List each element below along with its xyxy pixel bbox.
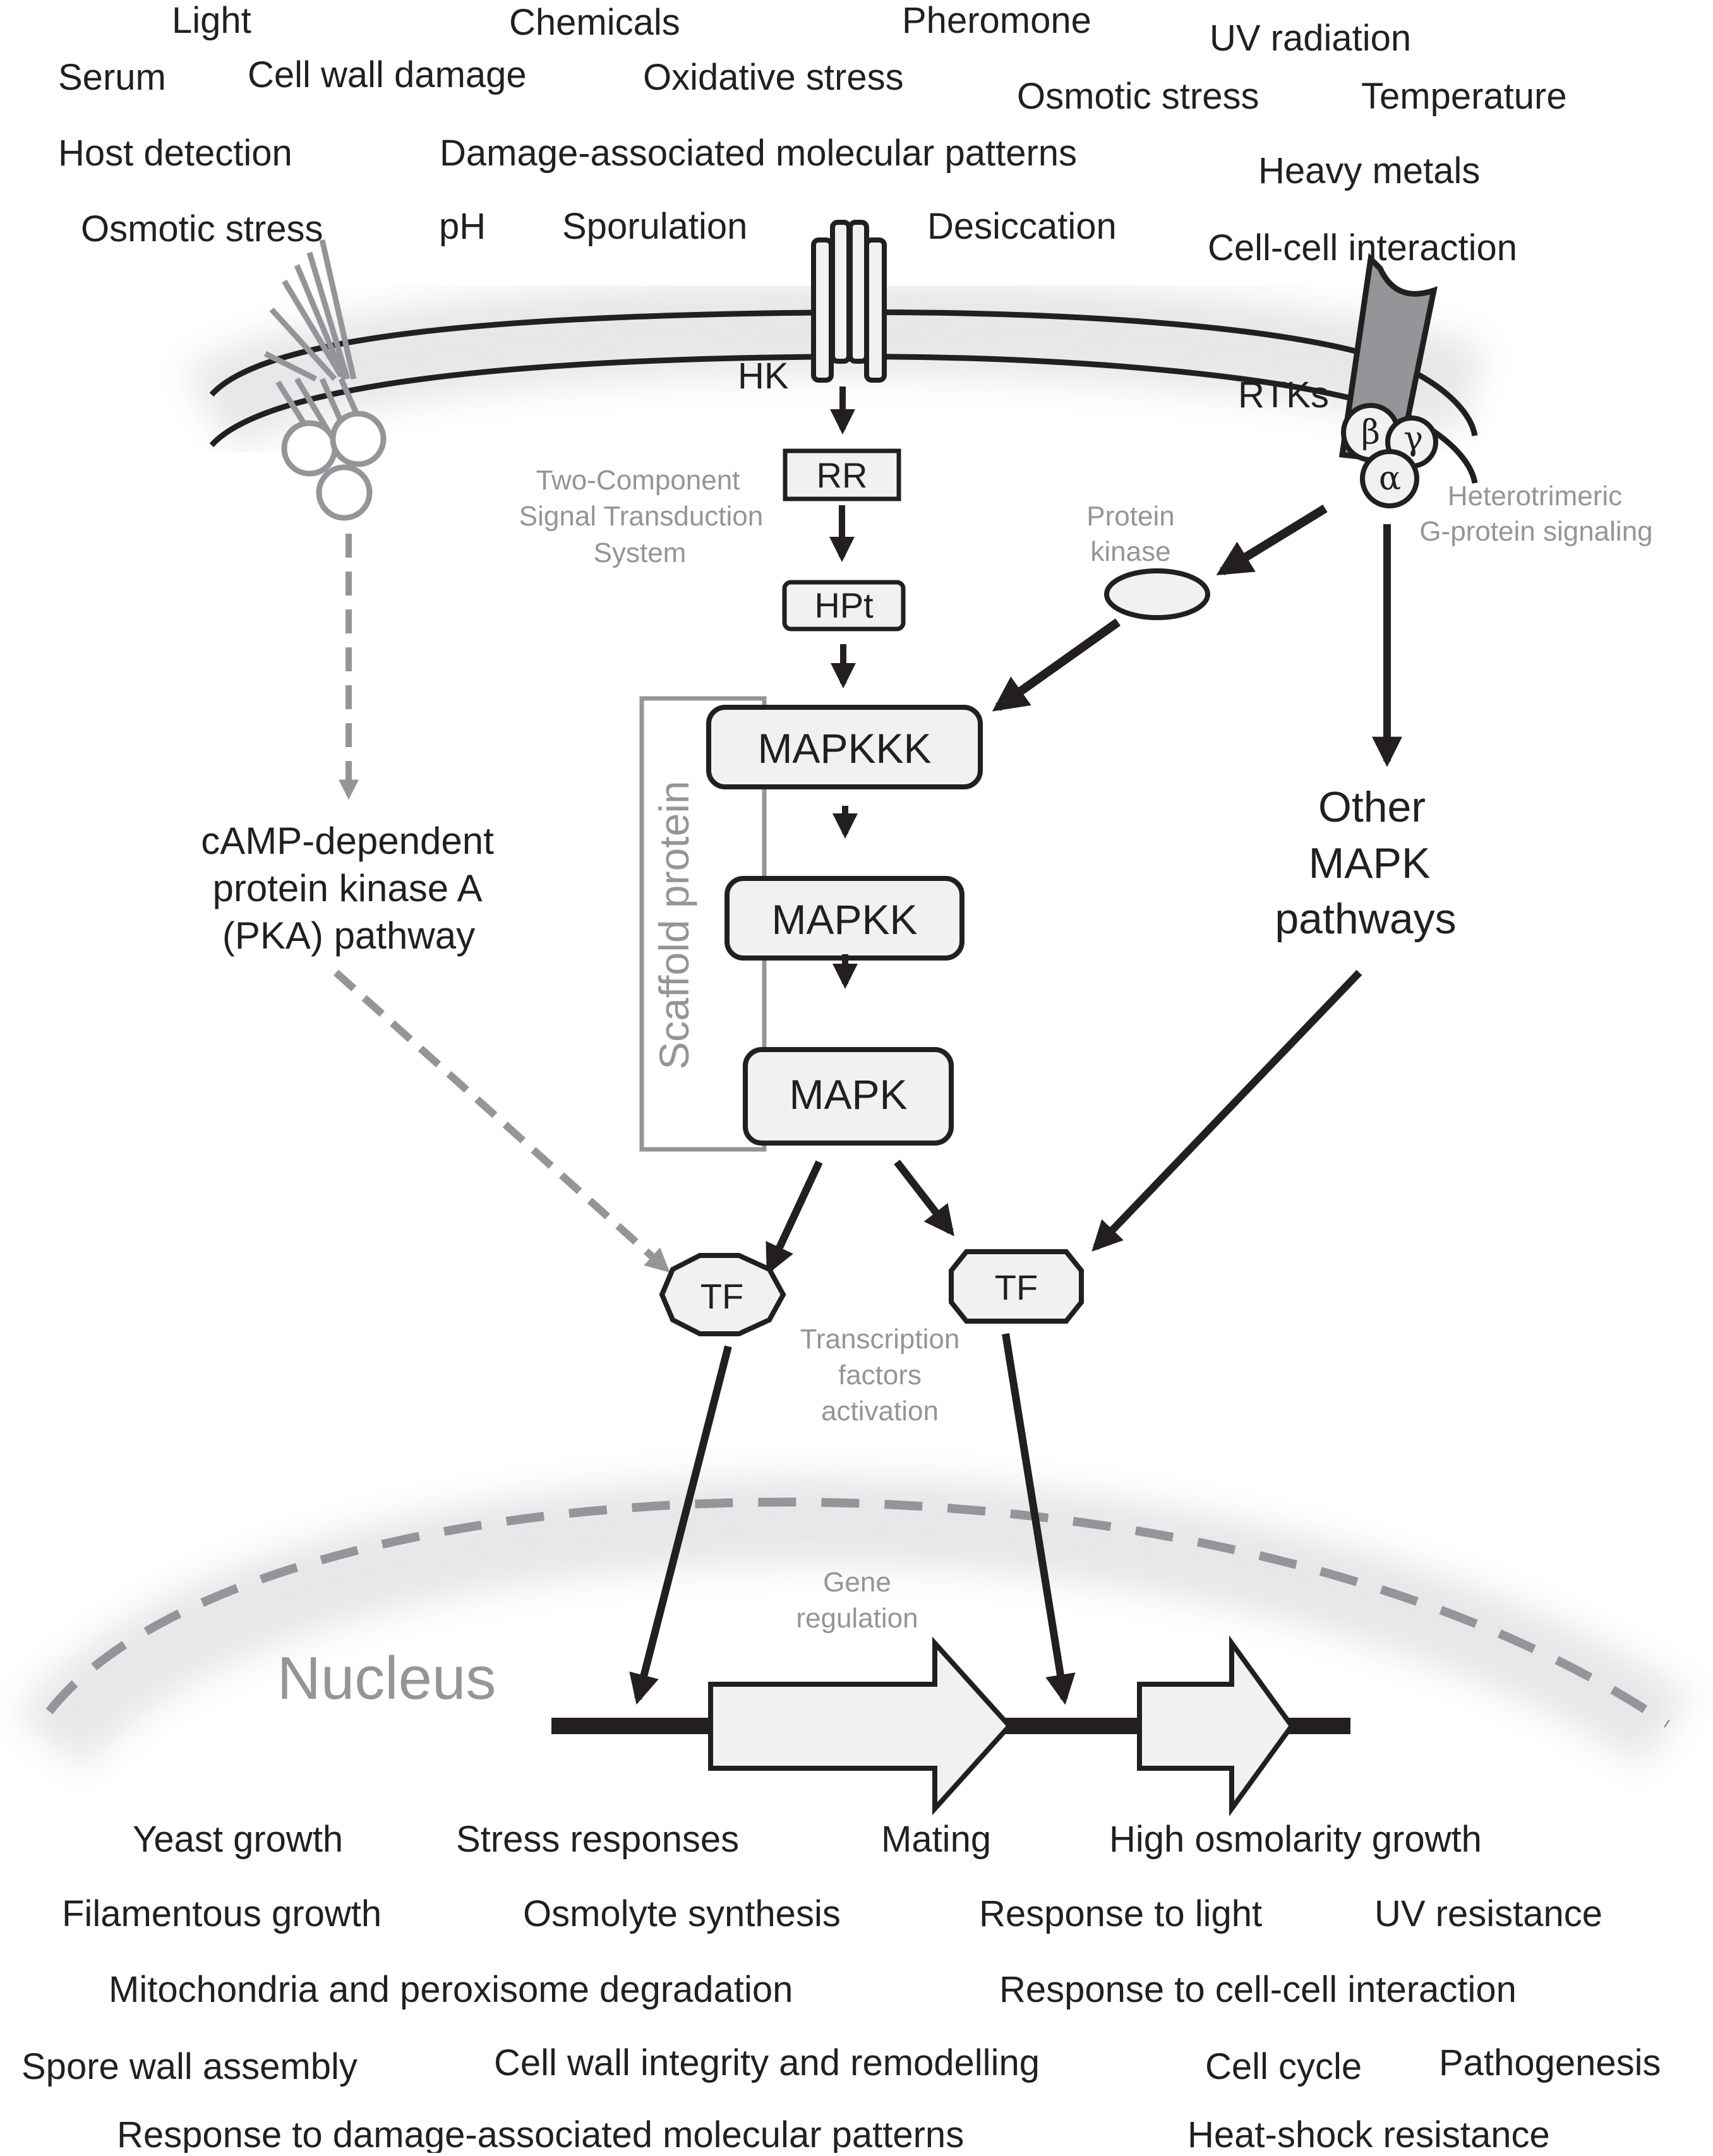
g-protein-icon bbox=[1341, 403, 1438, 508]
stimulus-item: Chemicals bbox=[509, 2, 680, 43]
stimulus-item: Temperature bbox=[1361, 76, 1567, 117]
svg-text:protein kinase A: protein kinase A bbox=[213, 867, 483, 909]
mapk-box bbox=[743, 1047, 954, 1146]
stimuli-list: Light Chemicals Pheromone UV radiation S… bbox=[58, 0, 1567, 268]
mapk-to-left-tf-arrow bbox=[766, 1160, 823, 1275]
mapkkk-box bbox=[706, 705, 983, 789]
stimulus-item: Osmotic stress bbox=[81, 208, 323, 249]
left-tf-to-dna-arrow bbox=[629, 1345, 732, 1705]
stimulus-item: pH bbox=[439, 206, 486, 247]
osmosensor-icon bbox=[263, 239, 387, 521]
stimulus-item: Heavy metals bbox=[1258, 150, 1480, 191]
output-item: Yeast growth bbox=[133, 1819, 343, 1860]
mapk-label: MAPK bbox=[789, 1071, 907, 1118]
output-item: Stress responses bbox=[456, 1819, 739, 1860]
right-tf-to-dna-arrow bbox=[1002, 1333, 1076, 1705]
rr-label: RR bbox=[817, 455, 868, 495]
left-tf-label: TF bbox=[700, 1276, 743, 1316]
left-tf-node bbox=[659, 1253, 786, 1336]
svg-text:Gene: Gene bbox=[823, 1567, 891, 1598]
scaffold-protein-label: Scaffold protein bbox=[651, 781, 697, 1069]
hk-label: HK bbox=[738, 356, 789, 397]
stimulus-item: Desiccation bbox=[927, 206, 1117, 247]
svg-text:Protein: Protein bbox=[1086, 501, 1174, 532]
stimulus-item: Light bbox=[172, 0, 251, 41]
g-beta-label: β bbox=[1361, 414, 1380, 452]
tf-activation-label: Transcription factors activation bbox=[800, 1324, 960, 1427]
gprotein-to-kinase-arrow bbox=[1216, 505, 1328, 575]
hpt-box bbox=[782, 580, 906, 632]
mapk-to-right-tf-arrow bbox=[894, 1159, 954, 1237]
two-component-label: Two-Component Signal Transduction System bbox=[519, 465, 763, 568]
output-item: Response to light bbox=[979, 1893, 1262, 1934]
mapkk-label: MAPKK bbox=[771, 896, 917, 943]
output-item: Cell cycle bbox=[1205, 2046, 1362, 2087]
output-item: Heat-shock resistance bbox=[1187, 2114, 1550, 2153]
nucleus-shadow bbox=[15, 1476, 1692, 1770]
output-item: Response to damage-associated molecular … bbox=[117, 2114, 964, 2153]
svg-text:cAMP-dependent: cAMP-dependent bbox=[201, 820, 494, 862]
gene-2-arrow bbox=[1137, 1635, 1295, 1817]
stimulus-item: Osmotic stress bbox=[1017, 76, 1259, 117]
output-item: Osmolyte synthesis bbox=[523, 1893, 841, 1934]
pka-pathway-label: cAMP-dependent protein kinase A (PKA) pa… bbox=[201, 820, 494, 957]
g-gamma-label: γ bbox=[1403, 420, 1423, 458]
svg-text:(PKA) pathway: (PKA) pathway bbox=[222, 914, 475, 957]
pka-to-tf-arrow bbox=[333, 969, 670, 1273]
svg-text:Transcription: Transcription bbox=[800, 1324, 960, 1355]
stimulus-item: Pheromone bbox=[902, 0, 1091, 41]
stimulus-item: Serum bbox=[58, 57, 166, 98]
output-item: Mitochondria and peroxisome degradation bbox=[109, 1969, 793, 2010]
output-item: Mating bbox=[881, 1819, 991, 1860]
svg-text:G-protein signaling: G-protein signaling bbox=[1419, 516, 1652, 547]
svg-text:pathways: pathways bbox=[1275, 895, 1456, 943]
svg-text:Other: Other bbox=[1318, 783, 1426, 831]
stimulus-item: Sporulation bbox=[562, 206, 747, 247]
svg-text:factors: factors bbox=[838, 1360, 922, 1391]
svg-text:System: System bbox=[594, 537, 687, 568]
right-tf-label: TF bbox=[995, 1267, 1038, 1307]
output-item: UV resistance bbox=[1374, 1893, 1602, 1934]
svg-text:MAPK: MAPK bbox=[1309, 839, 1431, 887]
output-item: High osmolarity growth bbox=[1109, 1819, 1482, 1860]
output-item: Spore wall assembly bbox=[21, 2046, 358, 2087]
protein-kinase-node bbox=[1104, 568, 1210, 620]
gene-1-arrow bbox=[708, 1636, 1013, 1816]
stimulus-item: Oxidative stress bbox=[643, 57, 904, 98]
g-protein-label: Heterotrimeric G-protein signaling bbox=[1419, 481, 1652, 547]
svg-text:Two-Component: Two-Component bbox=[536, 465, 740, 496]
svg-text:Signal Transduction: Signal Transduction bbox=[519, 501, 763, 532]
nucleus-label: Nucleus bbox=[277, 1644, 496, 1712]
outputs-list: Yeast growth Stress responses Mating Hig… bbox=[21, 1819, 1661, 2155]
other-mapk-label: Other MAPK pathways bbox=[1275, 783, 1456, 943]
svg-text:Heterotrimeric: Heterotrimeric bbox=[1448, 481, 1622, 512]
output-item: Filamentous growth bbox=[62, 1893, 382, 1934]
nuclear-envelope bbox=[45, 1497, 1670, 1728]
stimulus-item: Damage-associated molecular patterns bbox=[440, 133, 1077, 174]
g-alpha-label: α bbox=[1379, 460, 1401, 498]
output-item: Cell wall integrity and remodelling bbox=[494, 2042, 1040, 2083]
output-item: Pathogenesis bbox=[1439, 2042, 1661, 2083]
svg-text:regulation: regulation bbox=[796, 1603, 918, 1634]
protein-kinase-label: Protein kinase bbox=[1086, 501, 1174, 567]
stimulus-item: Cell wall damage bbox=[248, 54, 527, 95]
stimulus-item: Host detection bbox=[58, 133, 292, 174]
stimulus-item: Cell-cell interaction bbox=[1208, 227, 1517, 268]
rr-box bbox=[783, 448, 901, 501]
mapkkk-label: MAPKKK bbox=[757, 725, 931, 772]
right-tf-node bbox=[949, 1249, 1084, 1324]
stimulus-item: UV radiation bbox=[1210, 18, 1411, 59]
kinase-to-mapkkk-arrow bbox=[992, 618, 1121, 712]
other-mapk-to-tf-arrow bbox=[1091, 969, 1362, 1252]
gene-regulation-label: Gene regulation bbox=[796, 1567, 918, 1634]
svg-text:kinase: kinase bbox=[1090, 536, 1170, 567]
rtks-label: RTKs bbox=[1238, 374, 1329, 416]
histidine-kinase-icon bbox=[811, 220, 887, 383]
output-item: Response to cell-cell interaction bbox=[999, 1969, 1517, 2010]
svg-text:activation: activation bbox=[821, 1396, 939, 1427]
hpt-label: HPt bbox=[814, 585, 874, 625]
